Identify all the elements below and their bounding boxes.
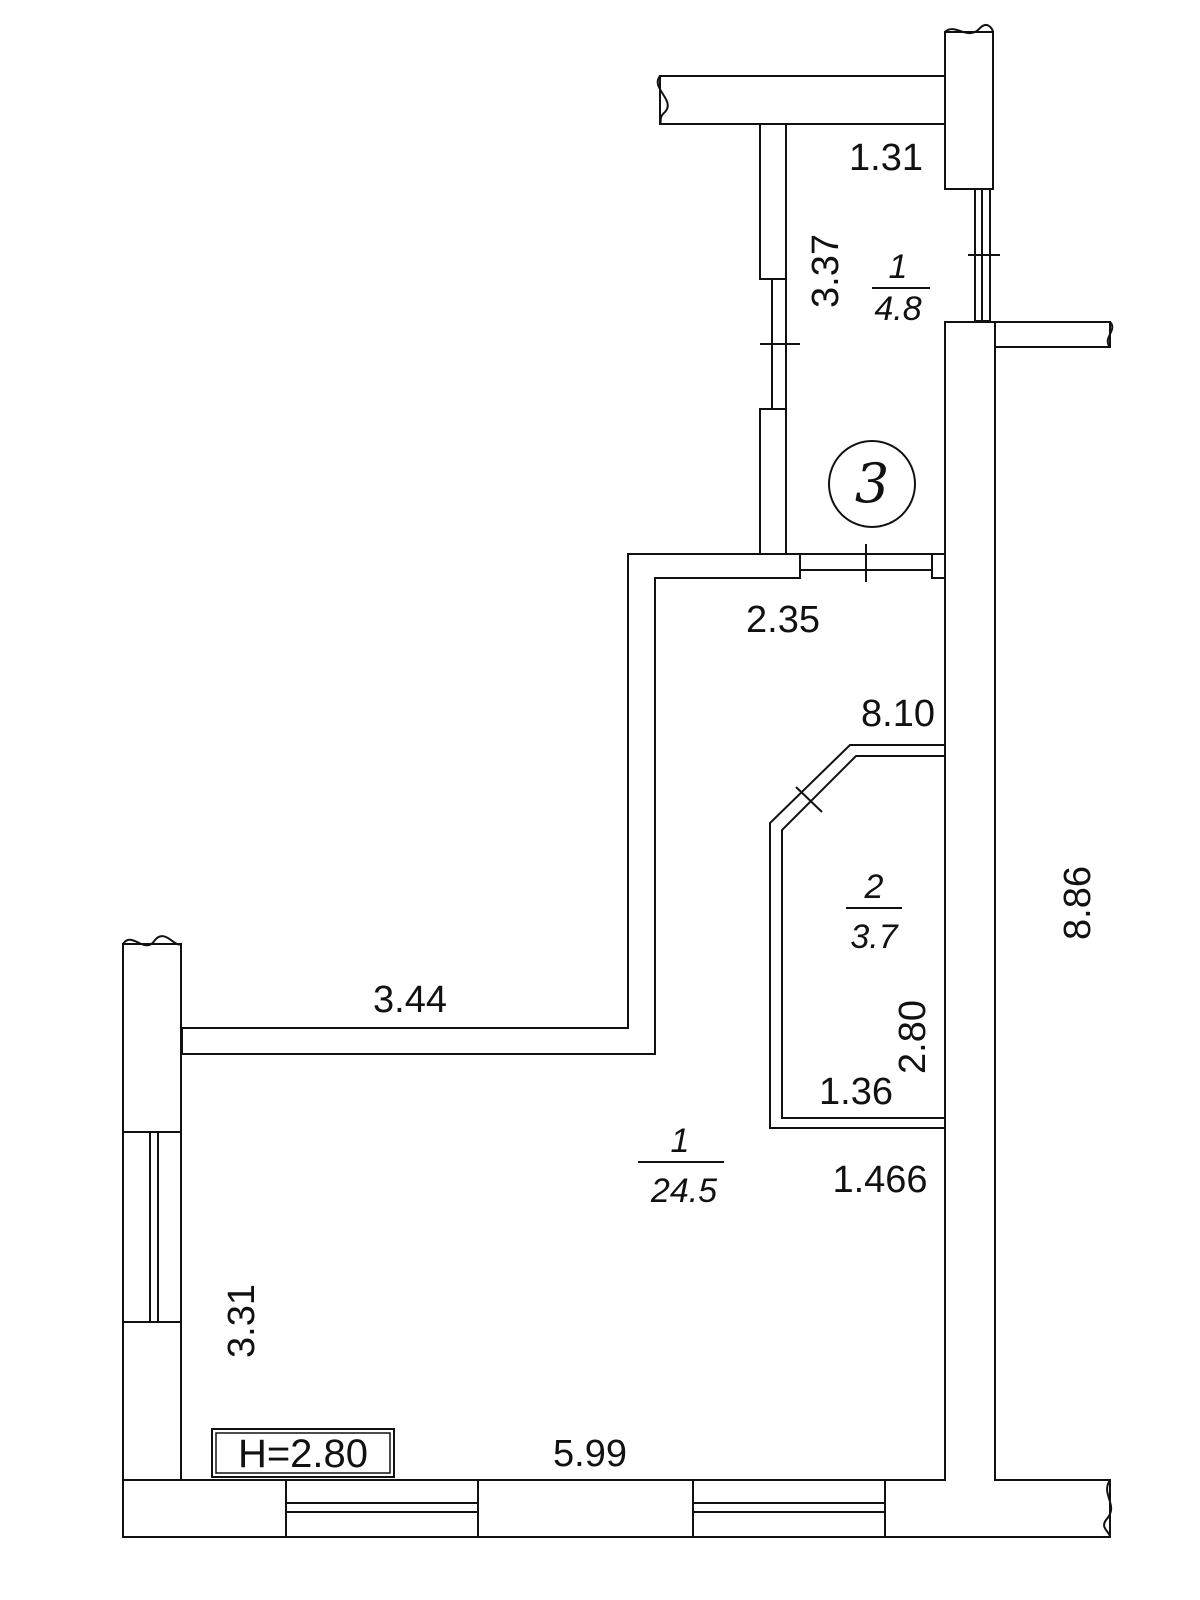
room-small-number: 1 [889, 248, 908, 286]
dim-closet-height: 2.80 [892, 1000, 934, 1074]
room-closet-area: 3.7 [850, 918, 898, 956]
room-main-number: 1 [671, 1122, 690, 1160]
dim-right-length: 8.86 [1057, 866, 1099, 940]
room-main-area: 24.5 [650, 1172, 717, 1210]
unit-number-circle [828, 440, 916, 528]
left-window [122, 1131, 182, 1323]
dim-closet-bottom: 1.466 [832, 1159, 927, 1201]
top-wall [659, 75, 946, 125]
corridor-door-jamb [931, 553, 946, 579]
room-small-area: 4.8 [874, 290, 921, 328]
break-mark-bottom-right [1103, 1479, 1113, 1538]
unit3-left-wall-lower [759, 408, 787, 555]
right-stub-wall [994, 321, 1111, 348]
dim-left-height: 3.31 [221, 1284, 263, 1358]
break-mark-top-right [944, 23, 994, 35]
dim-upper-left: 3.44 [373, 979, 447, 1021]
dim-top-height: 3.37 [805, 234, 847, 308]
height-label: H=2.80 [238, 1432, 368, 1476]
closet-door-mark [795, 786, 823, 813]
left-wall-upper [122, 943, 182, 1133]
break-mark-left [122, 935, 182, 947]
bottom-window-right [692, 1479, 886, 1538]
bottom-window-left [285, 1479, 479, 1538]
right-wall [944, 321, 996, 1515]
room-closet-number: 2 [864, 868, 884, 906]
dim-closet-top: 8.10 [861, 693, 935, 735]
unit-number: 3 [855, 452, 889, 515]
unit3-left-wall [759, 123, 787, 280]
height-box [211, 1428, 395, 1478]
dim-corridor-bottom: 2.35 [746, 599, 820, 641]
closet-wall [769, 744, 946, 1129]
bottom-wall [122, 1479, 1111, 1538]
right-upper-wall [944, 31, 994, 190]
dim-bottom-width: 5.99 [553, 1433, 627, 1475]
break-mark-top-left [656, 75, 669, 125]
dim-top-width: 1.31 [849, 137, 923, 179]
break-mark-right [1106, 321, 1114, 348]
dim-closet-inner: 1.36 [819, 1071, 893, 1113]
corridor-top-wall [181, 553, 801, 1055]
